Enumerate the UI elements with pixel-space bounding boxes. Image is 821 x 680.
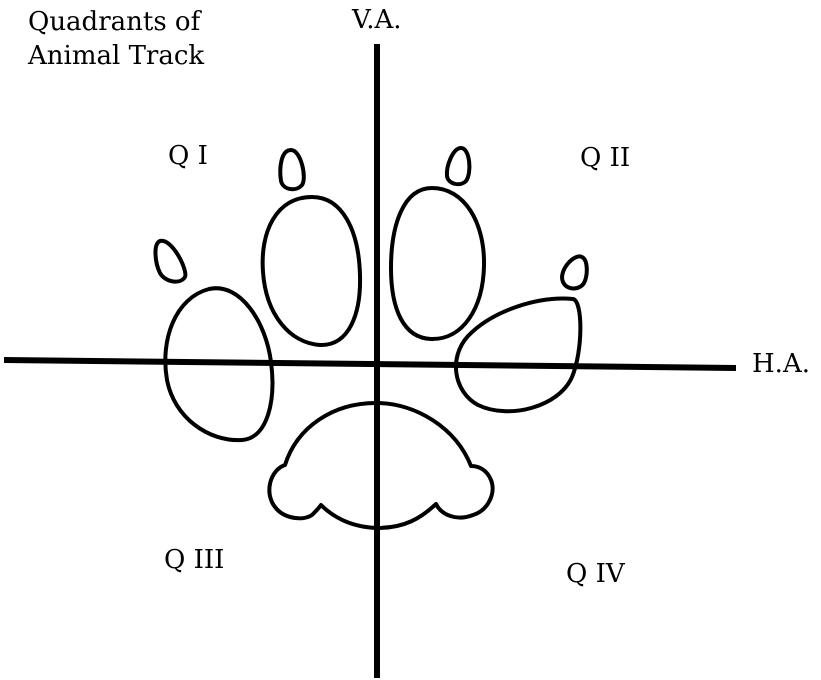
- quadrant-label-q1: Q I: [168, 141, 208, 171]
- diagram-title-line-2: Animal Track: [27, 41, 204, 71]
- toe-pad-icon-inner-right: [391, 188, 484, 339]
- horizontal-axis: [4, 360, 736, 368]
- toe-pad-icon-inner-left: [263, 197, 360, 345]
- claw-icon-outer-left: [155, 241, 185, 282]
- quadrant-label-q2: Q II: [580, 143, 630, 173]
- claw-icon-outer-right: [562, 256, 587, 288]
- quadrant-label-q4: Q IV: [566, 559, 626, 589]
- heel-pad-icon: [269, 403, 492, 528]
- claw-icon-inner-left: [280, 150, 303, 189]
- quadrant-label-q3: Q III: [164, 545, 224, 575]
- toe-pad-icon-outer-right: [456, 299, 580, 412]
- claw-icon-inner-right: [447, 148, 470, 184]
- diagram-title-line-1: Quadrants of: [28, 7, 203, 37]
- horizontal-axis-label: H.A.: [752, 349, 810, 379]
- vertical-axis-label: V.A.: [351, 5, 402, 35]
